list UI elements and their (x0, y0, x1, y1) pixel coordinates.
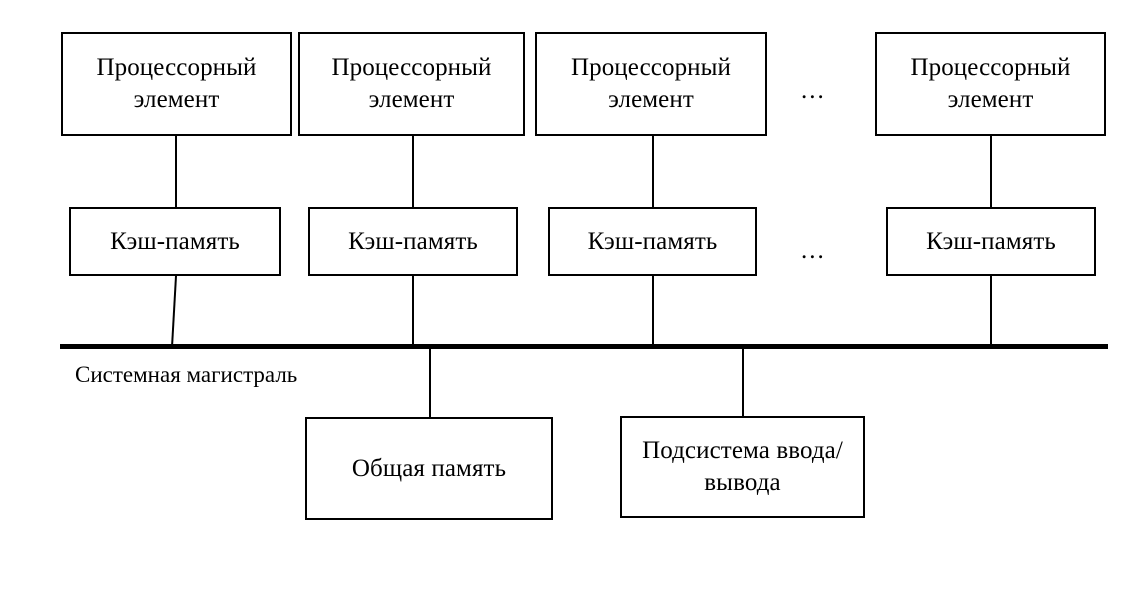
connector-cache1-bus (171, 275, 177, 348)
connector-pe2-cache2 (412, 136, 414, 207)
cache-label-1: Кэш-память (110, 227, 240, 255)
processing-element-box-1: Процессорный элемент (61, 32, 292, 136)
connector-cache4-bus (990, 276, 992, 347)
system-bus-label: Системная магистраль (75, 362, 298, 387)
processing-element-box-3: Процессорный элемент (535, 32, 767, 136)
cache-label-4: Кэш-память (926, 227, 1056, 255)
connector-pe3-cache3 (652, 136, 654, 207)
processing-element-label-1: Процессорный элемент (96, 54, 257, 113)
connector-cache3-bus (652, 276, 654, 347)
processing-element-box-4: Процессорный элемент (875, 32, 1106, 136)
connector-pe1-cache1 (175, 136, 177, 207)
cache-label-2: Кэш-память (348, 227, 478, 255)
io-subsystem-label: Подсистема ввода/вывода (642, 437, 843, 496)
cache-box-4: Кэш-память (886, 207, 1096, 276)
cache-box-3: Кэш-память (548, 207, 757, 276)
processing-element-label-2: Процессорный элемент (331, 54, 492, 113)
io-subsystem-box: Подсистема ввода/вывода (620, 416, 865, 518)
connector-bus-shared-memory (429, 347, 431, 417)
system-bus-line (60, 344, 1108, 349)
connector-cache2-bus (412, 276, 414, 347)
cache-box-2: Кэш-память (308, 207, 518, 276)
connector-pe4-cache4 (990, 136, 992, 207)
cache-label-3: Кэш-память (587, 227, 718, 255)
processing-element-label-4: Процессорный элемент (910, 54, 1071, 113)
cache-box-1: Кэш-память (69, 207, 281, 276)
ellipsis-processing-elements: ... (801, 77, 826, 104)
connector-bus-io-subsystem (742, 347, 744, 416)
shared-memory-box: Общая память (305, 417, 553, 520)
processing-element-box-2: Процессорный элемент (298, 32, 525, 136)
ellipsis-caches: ... (801, 237, 826, 264)
processing-element-label-3: Процессорный элемент (570, 54, 732, 113)
shared-memory-label: Общая память (351, 454, 507, 482)
